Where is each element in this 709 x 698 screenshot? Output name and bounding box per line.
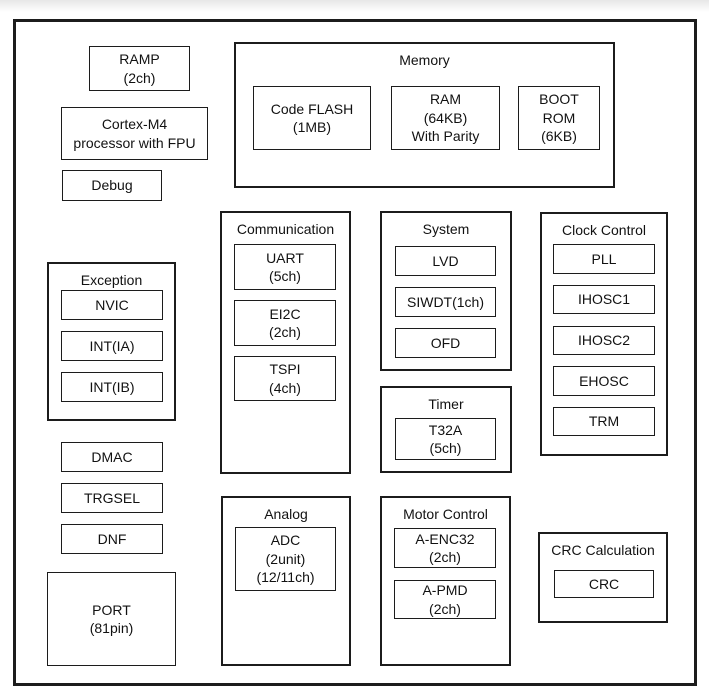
group-clock-control-title: Clock Control [561, 222, 647, 238]
block-int-ib: INT(IB) [61, 372, 163, 402]
block-t32a: T32A (5ch) [395, 418, 496, 460]
block-lvd: LVD [395, 246, 496, 276]
group-system-title: System [422, 221, 470, 237]
block-uart: UART (5ch) [234, 244, 336, 290]
block-nvic: NVIC [61, 290, 163, 320]
group-exception: Exception NVIC INT(IA) INT(IB) [47, 262, 176, 421]
block-int-ia: INT(IA) [61, 331, 163, 361]
block-trgsel: TRGSEL [61, 483, 163, 513]
block-dnf: DNF [61, 524, 163, 554]
group-crc-calculation: CRC Calculation CRC [538, 532, 668, 623]
block-ramp: RAMP (2ch) [89, 46, 190, 91]
block-dmac: DMAC [61, 442, 163, 472]
group-communication: Communication UART (5ch) EI2C (2ch) TSPI… [220, 211, 351, 474]
block-adc: ADC (2unit) (12/11ch) [235, 527, 336, 591]
group-motor-control-title: Motor Control [403, 506, 488, 522]
page-top-shade [0, 0, 709, 12]
block-pll: PLL [553, 244, 655, 274]
block-crc: CRC [554, 570, 654, 598]
block-trm: TRM [553, 407, 655, 436]
group-memory-title: Memory [399, 52, 450, 68]
group-timer-title: Timer [428, 396, 464, 412]
block-debug: Debug [62, 170, 162, 201]
block-cortex-m4-processor: Cortex-M4 processor with FPU [61, 107, 208, 160]
block-ihosc2: IHOSC2 [553, 326, 655, 355]
group-clock-control: Clock Control PLL IHOSC1 IHOSC2 EHOSC TR… [540, 212, 668, 456]
block-ofd: OFD [395, 328, 496, 358]
group-memory: Memory Code FLASH (1MB) RAM (64KB) With … [234, 42, 615, 188]
block-ehosc: EHOSC [553, 366, 655, 396]
block-tspi: TSPI (4ch) [234, 356, 336, 401]
block-boot-rom: BOOT ROM (6KB) [518, 86, 600, 150]
group-analog-title: Analog [264, 506, 308, 522]
group-motor-control: Motor Control A-ENC32 (2ch) A-PMD (2ch) [380, 496, 511, 666]
block-ihosc1: IHOSC1 [553, 285, 655, 314]
group-timer: Timer T32A (5ch) [380, 386, 512, 473]
block-a-enc32: A-ENC32 (2ch) [394, 528, 496, 568]
block-siwdt: SIWDT(1ch) [395, 287, 496, 317]
group-communication-title: Communication [236, 221, 335, 237]
block-port: PORT (81pin) [47, 572, 176, 666]
block-code-flash: Code FLASH (1MB) [253, 86, 371, 150]
chip-outline: RAMP (2ch) Cortex-M4 processor with FPU … [13, 19, 697, 686]
block-a-pmd: A-PMD (2ch) [394, 580, 496, 619]
group-system: System LVD SIWDT(1ch) OFD [380, 211, 512, 371]
group-analog: Analog ADC (2unit) (12/11ch) [221, 496, 351, 666]
block-ram: RAM (64KB) With Parity [391, 86, 500, 150]
block-ei2c: EI2C (2ch) [234, 300, 336, 346]
group-crc-calculation-title: CRC Calculation [551, 542, 655, 558]
group-exception-title: Exception [80, 272, 143, 288]
